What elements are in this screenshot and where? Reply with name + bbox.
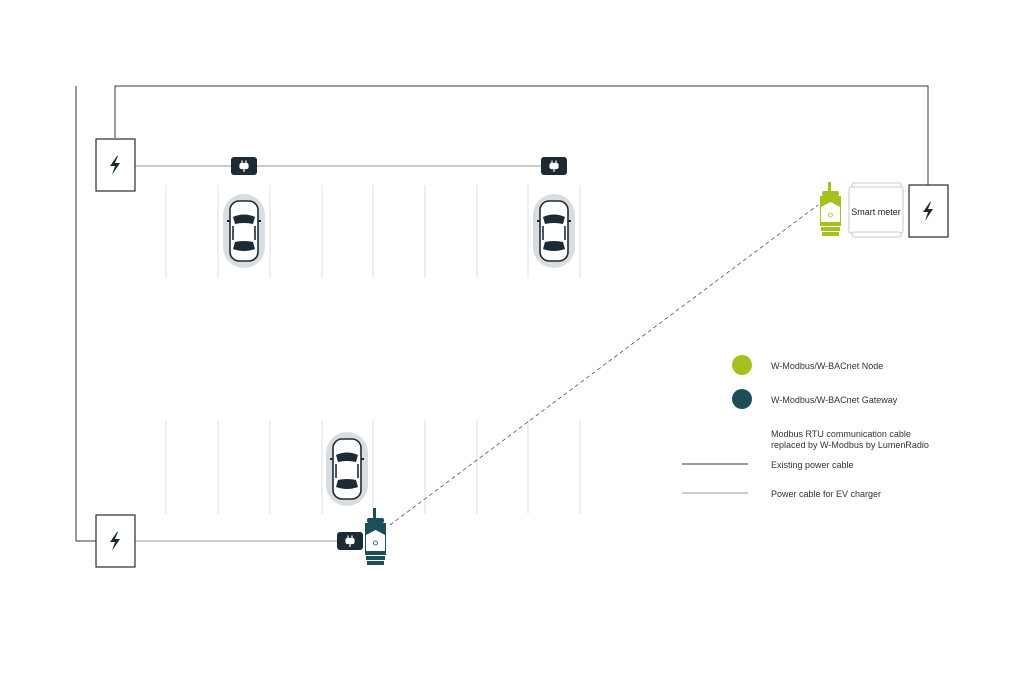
wireless-gateway-device xyxy=(365,508,386,565)
power-box-right xyxy=(908,184,949,238)
existing-cable-left-vertical xyxy=(75,86,96,542)
ev-plug-icon xyxy=(345,535,355,547)
car-top-view-icon xyxy=(222,193,266,269)
smart-meter: Smart meter xyxy=(848,182,904,238)
ev-power-cables xyxy=(135,165,541,542)
parking-lines-bottom xyxy=(165,420,581,514)
lightning-bolt-icon xyxy=(923,202,933,221)
car-top-view-icon xyxy=(532,193,576,269)
legend-node-swatch xyxy=(732,355,752,375)
lightning-bolt-icon xyxy=(110,532,120,551)
wireless-node-device xyxy=(820,182,841,236)
smart-meter-label: Smart meter xyxy=(851,207,901,217)
ev-charger-top-2 xyxy=(541,157,567,175)
power-box-top-left xyxy=(95,138,136,192)
wireless-modbus-link xyxy=(389,204,819,526)
legend-modbus-label-line2: replaced by W-Modbus by LumenRadio xyxy=(771,440,929,450)
legend-node-label: W-Modbus/W-BACnet Node xyxy=(771,361,883,371)
existing-cable-top-loop xyxy=(114,85,929,185)
legend: W-Modbus/W-BACnet Node W-Modbus/W-BACnet… xyxy=(682,355,929,499)
ev-charger-bottom xyxy=(337,532,363,550)
legend-existing-cable-label: Existing power cable xyxy=(771,460,854,470)
car-top-view-icon xyxy=(325,431,369,507)
legend-modbus-label-line1: Modbus RTU communication cable xyxy=(771,429,911,439)
legend-gateway-swatch xyxy=(732,389,752,409)
legend-gateway-label: W-Modbus/W-BACnet Gateway xyxy=(771,395,898,405)
existing-power-cables xyxy=(75,85,929,542)
ev-plug-icon xyxy=(239,160,249,172)
lightning-bolt-icon xyxy=(110,156,120,175)
ev-plug-icon xyxy=(549,160,559,172)
legend-ev-cable-label: Power cable for EV charger xyxy=(771,489,881,499)
parking-lines-top xyxy=(165,185,581,278)
power-box-bottom-left xyxy=(95,514,136,568)
ev-charger-top-1 xyxy=(231,157,257,175)
